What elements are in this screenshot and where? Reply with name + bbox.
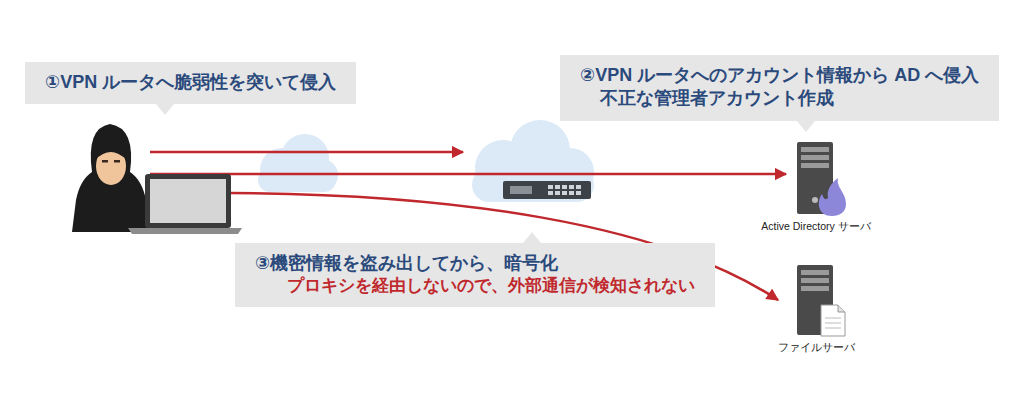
hacker-figure	[72, 124, 150, 232]
callout-pointer	[156, 104, 174, 115]
callout-text: 不正な管理者アカウント作成	[600, 87, 979, 110]
server-node: ファイルサーバ	[761, 341, 871, 354]
server-node: Active Directory サーバ	[761, 220, 871, 233]
vpn-router	[503, 181, 591, 199]
callout-text: プロキシを経由しないので、外部通信が検知されない	[287, 275, 695, 296]
server-label: Active Directory サーバ	[761, 220, 871, 233]
callout-text: ②VPN ルータへのアカウント情報から AD へ侵入	[580, 64, 979, 87]
callout-text: ①VPN ルータへ脆弱性を突いて侵入	[45, 71, 336, 94]
cloud	[258, 134, 338, 192]
ad-server	[797, 142, 846, 216]
callout-box: ①VPN ルータへ脆弱性を突いて侵入	[25, 62, 356, 104]
file-server	[797, 265, 845, 336]
attack-arrow	[150, 173, 786, 176]
callout-pointer	[523, 232, 541, 243]
server-label: ファイルサーバ	[761, 341, 871, 354]
callout-box: ②VPN ルータへのアカウント情報から AD へ侵入不正な管理者アカウント作成	[560, 55, 999, 121]
cloud	[472, 120, 594, 202]
callout-pointer	[797, 121, 815, 132]
callout-text: ③機密情報を盗み出してから、暗号化	[255, 252, 695, 275]
attack-arrow	[150, 151, 463, 154]
laptop	[128, 174, 242, 234]
callout-box: ③機密情報を盗み出してから、暗号化プロキシを経由しないので、外部通信が検知されな…	[235, 243, 715, 307]
